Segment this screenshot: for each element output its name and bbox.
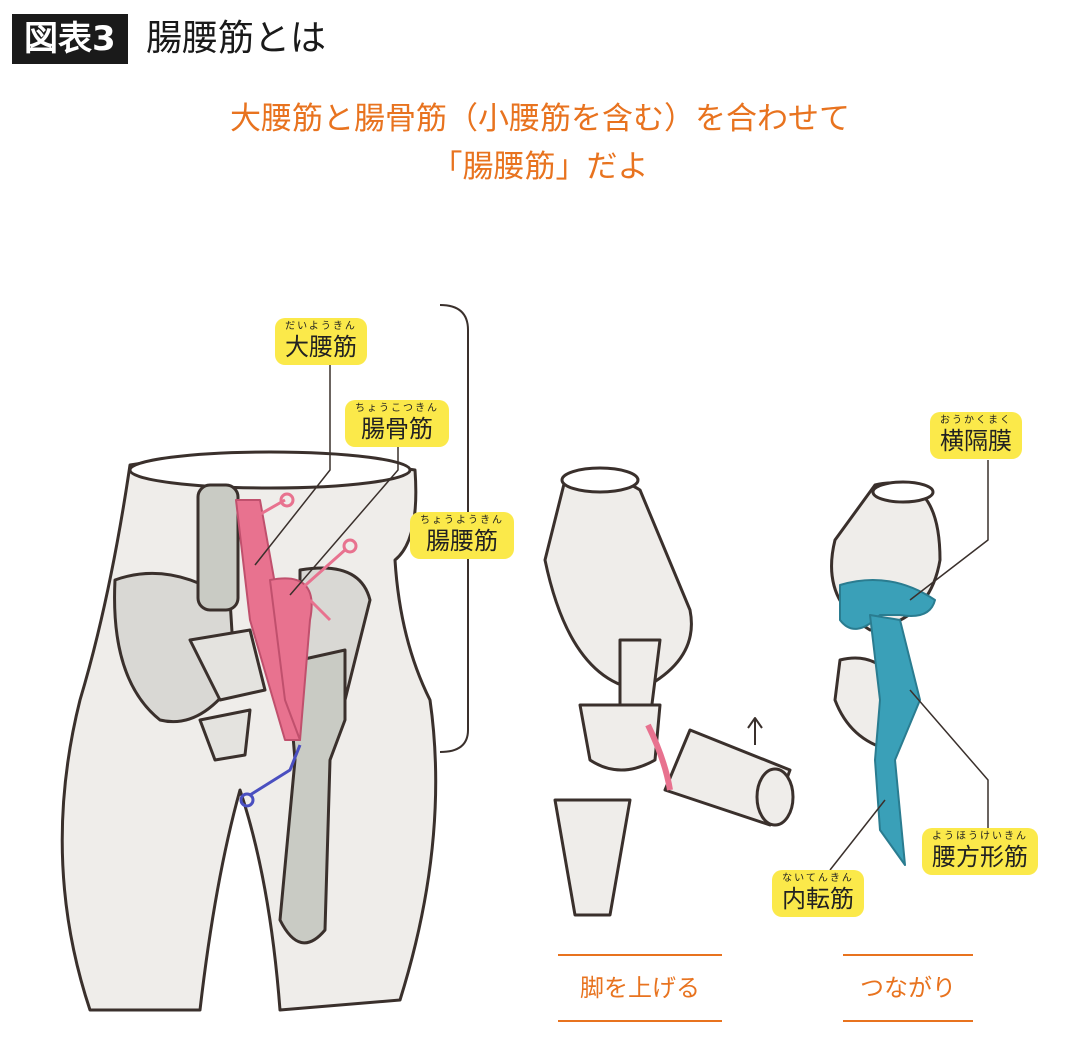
label-iliacus: ちょうこつきん 腸骨筋 xyxy=(345,400,449,447)
diaphragm-muscle xyxy=(839,579,936,630)
label-diaphragm: おうかくまく 横隔膜 xyxy=(930,412,1022,459)
label-iliopsoas: ちょうようきん 腸腰筋 xyxy=(410,512,514,559)
caption-leg-lift: 脚を上げる xyxy=(558,954,722,1022)
label-text: 横隔膜 xyxy=(940,427,1012,455)
figure-title: 腸腰筋とは xyxy=(146,18,327,59)
label-text: 腰方形筋 xyxy=(932,843,1028,871)
quadratus-muscle xyxy=(869,614,921,866)
label-adductor: ないてんきん 内転筋 xyxy=(772,870,864,917)
label-text: 腸腰筋 xyxy=(426,527,498,555)
ruby: ないてんきん xyxy=(782,873,854,884)
label-text: 内転筋 xyxy=(782,885,854,913)
caption-connection: つながり xyxy=(843,954,973,1022)
ruby: ちょうようきん xyxy=(420,515,504,526)
label-text: 腸骨筋 xyxy=(361,415,433,443)
subtitle-line-1: 大腰筋と腸骨筋（小腰筋を含む）を合わせて xyxy=(230,101,850,137)
subtitle-line-2: 「腸腰筋」だよ xyxy=(431,149,649,185)
ruby: ようほうけいきん xyxy=(932,831,1028,842)
figure-tag: 図表3 xyxy=(12,14,128,64)
ruby: ちょうこつきん xyxy=(355,403,439,414)
iliacus-muscle xyxy=(269,577,313,741)
label-quadratus-lumborum: ようほうけいきん 腰方形筋 xyxy=(922,828,1038,875)
label-psoas-major: だいようきん 大腰筋 xyxy=(275,318,367,365)
ruby: おうかくまく xyxy=(940,415,1012,426)
label-text: 大腰筋 xyxy=(285,333,357,361)
ruby: だいようきん xyxy=(285,321,357,332)
